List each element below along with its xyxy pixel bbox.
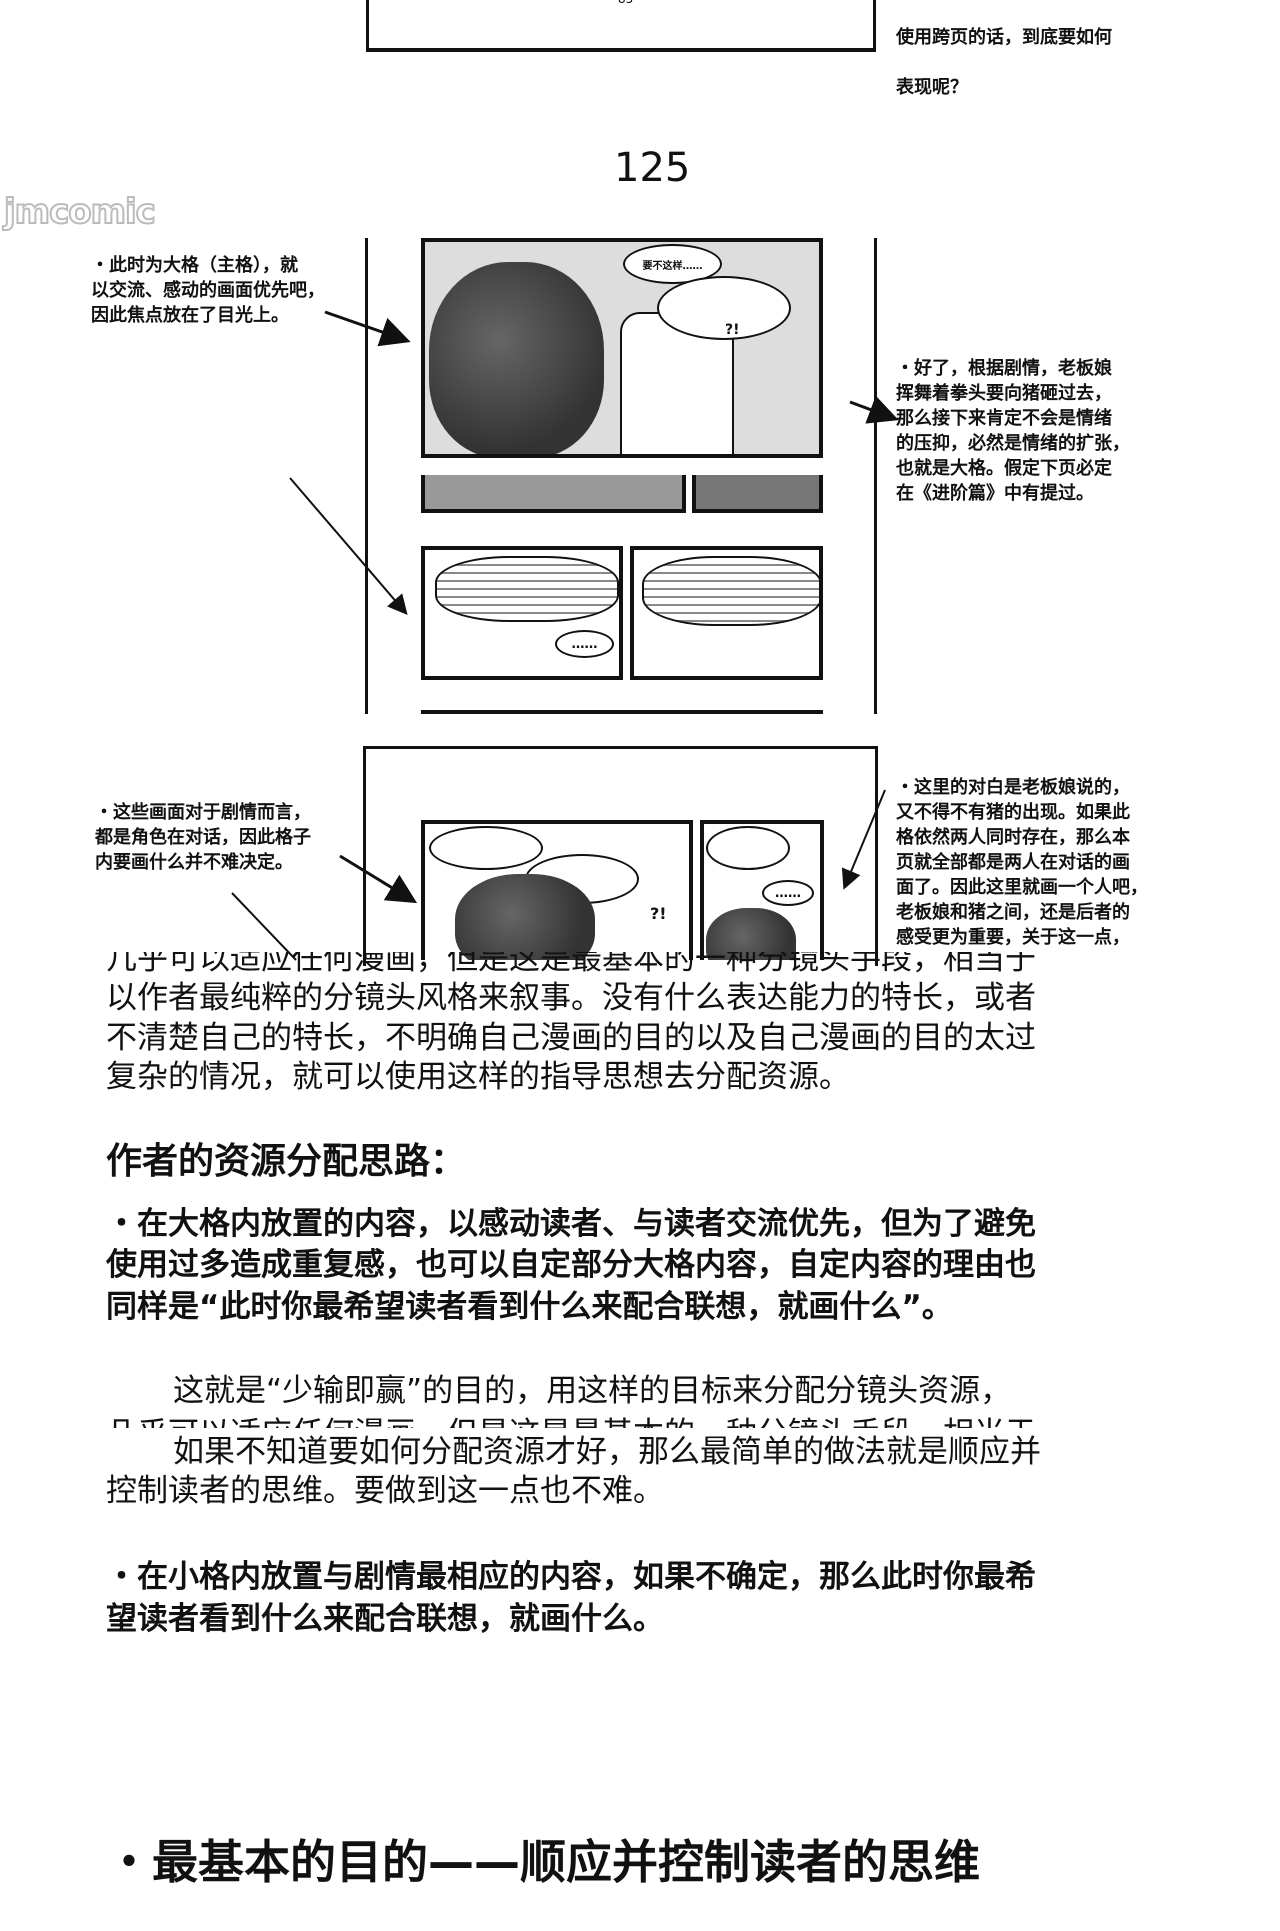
speech-bubble: 要不这样…… bbox=[623, 244, 722, 284]
main-manga-panel: 要不这样…… ?! bbox=[421, 238, 823, 458]
speech-bubble bbox=[642, 556, 819, 626]
speech-bubble bbox=[706, 826, 790, 870]
dialogue-panel-left: …… bbox=[421, 546, 623, 680]
body-line: 复杂的情况，就可以使用这样的指导思想去分配资源。 bbox=[106, 1059, 850, 1095]
section-heading: 作者的资源分配思路： bbox=[106, 1141, 467, 1182]
dialogue-panel-right bbox=[630, 546, 823, 680]
panel-divider bbox=[421, 710, 823, 714]
pig-head bbox=[706, 908, 796, 960]
manga-panel-pig: …… bbox=[700, 820, 824, 960]
boss-lady-character bbox=[429, 262, 604, 454]
body-line: 控制读者的思维。要做到这一点也不难。 bbox=[106, 1473, 664, 1509]
speech-bubble-2 bbox=[657, 276, 791, 340]
bullet-line: ・在大格内放置的内容，以感动读者、与读者交流优先，但为了避免 bbox=[106, 1206, 1036, 1242]
exclaim-mark: ?! bbox=[725, 322, 740, 338]
boss-lady-head bbox=[455, 874, 595, 960]
bullet-line: 望读者看到什么来配合联想，就画什么。 bbox=[106, 1601, 664, 1637]
note-main-panel: ・此时为大格（主格），就 以交流、感动的画面优先吧， 因此焦点放在了目光上。 bbox=[91, 255, 325, 326]
annotation-arrows bbox=[231, 310, 899, 961]
exclaim-mark: ?! bbox=[650, 904, 667, 923]
body-line: 不清楚自己的特长，不明确自己漫画的目的以及自己漫画的目的太过 bbox=[106, 1020, 1036, 1056]
page-border-right bbox=[874, 238, 877, 714]
arrow-icon bbox=[289, 477, 408, 616]
strip-panel-left bbox=[421, 475, 686, 513]
speech-bubble bbox=[429, 826, 543, 870]
body-line: 这就是“少输即赢”的目的，用这样的目标来分配分镜头资源， bbox=[173, 1373, 1012, 1409]
arrow-icon bbox=[324, 310, 411, 347]
arrow-icon bbox=[849, 395, 899, 424]
top-right-note: 使用跨页的话，到底要如何 表现呢？ bbox=[896, 0, 1112, 125]
arrow-icon bbox=[841, 789, 886, 890]
body-line: 如果不知道要如何分配资源才好，那么最简单的做法就是顺应并 bbox=[173, 1434, 1041, 1470]
note-line: 使用跨页的话，到底要如何 bbox=[896, 27, 1112, 48]
page-border-left bbox=[365, 238, 368, 714]
cut-text-line: 几乎可以适应任何漫画，但是这是最基本的一种分镜头手段，相当于 bbox=[106, 952, 1036, 974]
small-page-number: 85 bbox=[618, 0, 633, 6]
strip-panel-right bbox=[692, 475, 823, 513]
cut-text-line: 几乎可以适应任何漫画，但是这是最基本的一种分镜头手段，相当于 bbox=[106, 1414, 1036, 1428]
small-bubble: …… bbox=[762, 880, 814, 906]
note-single-character: ・这里的对白是老板娘说的， 又不得不有猪的出现。如果此 格依然两人同时存在，那么… bbox=[896, 777, 1148, 948]
bullet-line: 同样是“此时你最希望读者看到什么来配合联想，就画什么”。 bbox=[106, 1289, 953, 1325]
arrow-icon bbox=[339, 854, 418, 904]
watermark-logo: jmcomic bbox=[3, 191, 157, 233]
speech-bubble bbox=[435, 556, 619, 622]
previous-page-frame bbox=[366, 0, 876, 52]
bullet-line: 使用过多造成重复感，也可以自定部分大格内容，自定内容的理由也 bbox=[106, 1247, 1036, 1283]
section-title: ・最基本的目的——顺应并控制读者的思维 bbox=[106, 1835, 980, 1889]
pointer-line bbox=[231, 892, 297, 961]
manga-panel-boss-lady: ?! bbox=[421, 820, 693, 960]
note-dialogue-panels: ・这些画面对于剧情而言， 都是角色在对话，因此格子 内要画什么并不难决定。 bbox=[95, 802, 311, 873]
body-line: 以作者最纯粹的分镜头风格来叙事。没有什么表达能力的特长，或者 bbox=[106, 980, 1036, 1016]
small-bubble: …… bbox=[555, 630, 614, 658]
bullet-line: ・在小格内放置与剧情最相应的内容，如果不确定，那么此时你最希 bbox=[106, 1559, 1036, 1595]
next-page-frame bbox=[363, 746, 878, 966]
page-number: 125 bbox=[614, 145, 691, 191]
note-next-panel: ・好了，根据剧情，老板娘 挥舞着拳头要向猪砸过去， 那么接下来肯定不会是情绪 的… bbox=[896, 358, 1130, 504]
note-line: 表现呢？ bbox=[896, 77, 968, 98]
